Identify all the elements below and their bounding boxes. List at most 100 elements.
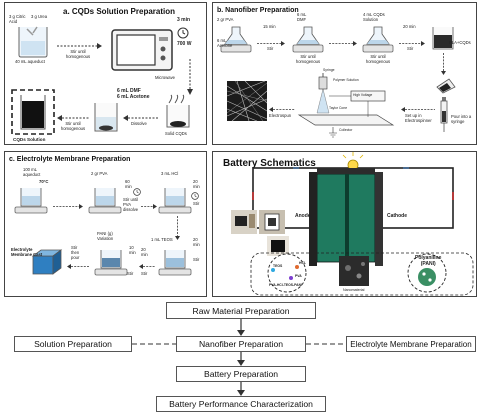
beaker-icon [432,27,454,50]
arrow-icon [139,264,155,269]
detail-circles [250,252,474,296]
t20-label: 20 min [193,237,200,247]
arrow-icon [399,41,425,46]
stir-label: Stir [407,46,414,51]
arrow-icon [401,107,435,112]
polymer-solution-label: Polymer Solution [333,78,359,82]
flow-electrolyte-membrane: Electrolyte Membrane Preparation [346,336,476,352]
arrow-icon [57,115,89,121]
battery-circuit-diagram [252,152,454,266]
stir-homogenous-label: Stir until homogenous [365,54,391,64]
hcl-label: 3 mL HCl [161,171,179,176]
cqds-solution-box [11,89,55,135]
chem-label-hcl: HCL [299,261,306,265]
sample-photo [259,210,285,234]
flask-hotplate-icon [292,26,324,53]
arrow-icon [269,107,295,112]
pvs-label: 2 gr PVA [217,17,234,22]
flow-raw-material: Raw Material Preparation [166,302,316,319]
power-label: 700 W [177,41,192,47]
pani-label: PANI (g) Variation [97,231,114,241]
beaker-icon [94,103,118,132]
t20-label: 20 min [403,24,416,29]
arrow-icon [57,43,102,49]
beaker-hotplate-icon [158,188,192,214]
panel-cqds-solution: a. CQDs Solution Preparation 3 g Citric … [4,2,207,145]
flow-battery-preparation: Battery Preparation [176,366,306,382]
flow-solution-preparation: Solution Preparation [14,336,132,352]
t20-label: 20 min [141,247,148,257]
aqueduct-label: 40 mL aqueduct [15,59,45,64]
citric-acid-label: 3 g Citric Acid [9,14,26,24]
beaker-hotplate-icon [88,188,122,214]
urea-label: 3 g Urea [31,14,48,19]
pour-beaker-icon [436,78,456,94]
syringe-label: Syringe [323,68,335,72]
acetone-label: 6 mL Acetone [217,38,233,48]
flask-hotplate-icon [220,26,252,53]
stir-label: Stir [141,271,148,276]
setup-label: Set up in Electrospinner [405,113,432,123]
flask-hotplate-icon [362,26,394,53]
stir-label: Stir [267,46,274,51]
sample-photo [267,236,289,256]
chem-label-composite: PVA-HCl-TEOS-PANI [269,283,303,287]
cqds-solution-label: CQDs Solution [13,137,46,142]
pour-syringe-label: Pour into a syringe [451,114,472,124]
panel-a-title: a. CQDs Solution Preparation [63,7,176,16]
panel-d-title: Battery Schematics [223,158,316,169]
panel-nanofiber: b. Nanofiber Preparation 2 gr PVA 6 mL A… [212,2,477,145]
beaker-hotplate-icon [14,188,48,214]
taylor-cone-label: Taylor Cone [329,106,348,110]
nanomaterial-label: Nanomaterial [343,288,365,292]
chem-label-pva: PVA [295,274,302,278]
microwave-label: Microwave [155,75,176,80]
t10-label: 10 min [129,245,136,255]
temperature-label: 70°C [39,179,49,184]
dissolve-label: Dissolve [131,121,147,126]
arrow-icon [329,41,357,46]
beaker-icon [18,26,48,58]
polyaniline-label: Polyaniline (PANI) [415,255,442,267]
aqueduct-label: 100 mL aqueduct [23,167,41,177]
dmf-acetone-label: 6 mL DMF 6 mL Acetone [117,88,150,100]
arrow-icon [123,115,159,121]
panel-electrolyte-membrane: c. Electrolyte Membrane Preparation 100 … [4,151,207,297]
collector-label: Collector [339,128,353,132]
clock-icon [191,192,199,200]
panel-battery-schematics: Battery Schematics Anode Cathode [212,151,477,297]
arrow-icon [257,41,285,46]
electrospun-label: Electrospun [269,113,292,118]
arrow-icon [187,59,193,95]
dmf-label: 6 mL DMF [297,12,307,22]
stir-homogenous-label: Stir until homogenous [65,49,91,59]
flow-nanofiber-preparation: Nanofiber Preparation [176,336,306,352]
anode-label: Anode [295,213,311,219]
stir-label: Stir [193,257,200,262]
pla-cqds-label: PLA+CQDs [449,40,471,45]
arrow-icon [441,53,446,75]
chem-label-teos: TEOS [273,264,283,268]
cathode-label: Cathode [387,213,407,219]
panel-c-title: c. Electrolyte Membrane Preparation [9,156,131,163]
stir-label: Stir [127,271,134,276]
teos-label: 1 mL TEOS [151,237,173,242]
t60-label: 60 min [125,179,132,189]
t20-label: 20 min [193,179,200,189]
panel-b-title: b. Nanofiber Preparation [217,7,299,14]
arrow-icon [141,204,157,209]
arrow-icon [53,204,83,209]
stir-pva-label: Stir until PVA dissolve [123,197,139,212]
high-voltage-label: High Voltage [353,93,373,97]
electrospinner-diagram [297,73,395,138]
beaker-hotplate-icon [158,250,192,276]
stir-label: Stir [193,201,200,206]
solid-cqds-beaker-icon [166,94,190,128]
time-label: 3 min [177,17,191,23]
sample-photo [231,210,257,234]
syringe-icon [440,97,448,132]
stir-homogenous-label: Stir until homogenous [295,54,321,64]
beaker-hotplate-icon [94,250,128,276]
membrane-cast-icon [31,249,63,275]
